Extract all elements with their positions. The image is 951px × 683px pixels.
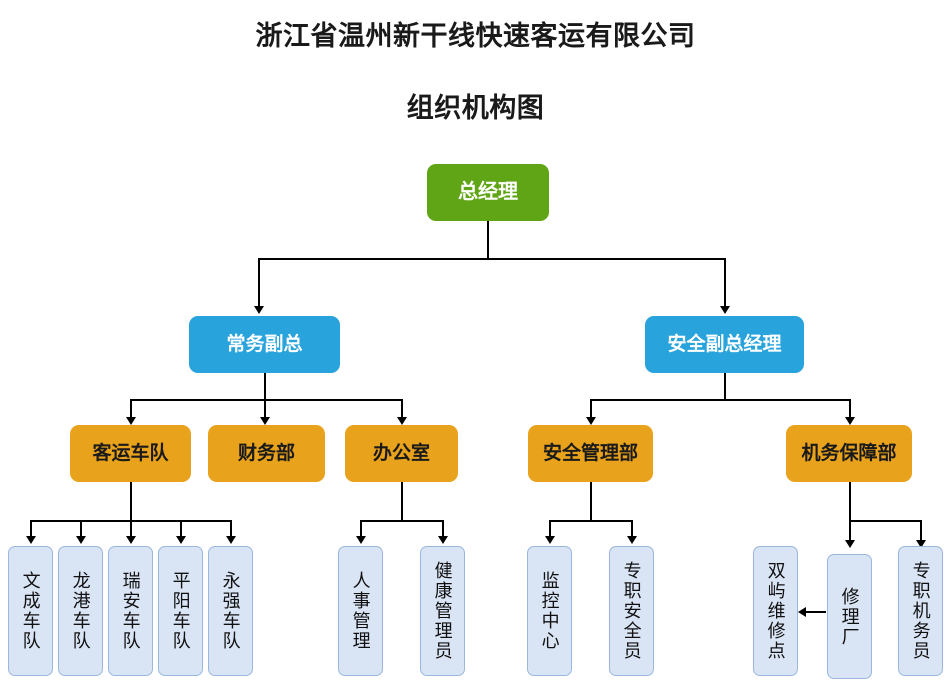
arrowhead-safety-to-safety-mgmt bbox=[586, 417, 596, 425]
arrowhead-safety-to-monitoring bbox=[545, 536, 555, 544]
arrowhead-gm-to-safety-deputy bbox=[720, 306, 730, 314]
connector-office-bar bbox=[360, 520, 443, 522]
connector-exec-to-passenger-fleet bbox=[130, 399, 132, 419]
page-title-line1: 浙江省温州新干线快速客运有限公司 bbox=[255, 21, 696, 51]
node-general-manager[interactable]: 总经理 bbox=[427, 164, 549, 221]
node-longgang-fleet[interactable]: 龙港车队 bbox=[58, 546, 103, 676]
connector-fleet-to-wencheng bbox=[30, 520, 32, 538]
arrowhead-office-to-health bbox=[438, 536, 448, 544]
connector-office-to-health bbox=[442, 520, 444, 538]
connector-maintenance-to-repair-factory bbox=[849, 520, 851, 542]
connector-fleet-to-ruian bbox=[130, 520, 132, 538]
connector-safety-to-maintenance bbox=[849, 399, 851, 419]
connector-gm-stem bbox=[487, 221, 489, 259]
connector-safety-deputy-bar bbox=[590, 399, 850, 401]
connector-office-stem bbox=[401, 482, 403, 521]
node-dedicated-safety-officer[interactable]: 专职安全员 bbox=[609, 546, 654, 676]
connector-maintenance-to-mechanic bbox=[920, 520, 922, 542]
connector-maintenance-stem bbox=[849, 482, 851, 521]
connector-safety-to-officer bbox=[631, 520, 633, 538]
arrowhead-fleet-to-yongqiang bbox=[226, 536, 236, 544]
connector-fleet-to-pingyang bbox=[180, 520, 182, 538]
node-passenger-fleet[interactable]: 客运车队 bbox=[70, 425, 191, 482]
arrowhead-exec-to-passenger-fleet bbox=[126, 417, 136, 425]
node-maintenance-support-dept[interactable]: 机务保障部 bbox=[786, 425, 912, 482]
node-hr-management[interactable]: 人事管理 bbox=[338, 546, 383, 676]
connector-exec-to-office bbox=[401, 399, 403, 419]
connector-fleet-to-yongqiang bbox=[230, 520, 232, 538]
connector-safety-to-safety-mgmt bbox=[590, 399, 592, 419]
arrowhead-maintenance-to-repair-factory bbox=[845, 540, 855, 548]
node-shuangyu-repair-point[interactable]: 双屿维修点 bbox=[753, 546, 798, 676]
arrowhead-fleet-to-longgang bbox=[76, 536, 86, 544]
arrowhead-repair-factory-to-shuangyu bbox=[798, 607, 806, 617]
node-dedicated-mechanic[interactable]: 专职机务员 bbox=[898, 546, 943, 676]
node-wencheng-fleet[interactable]: 文成车队 bbox=[8, 546, 53, 676]
arrowhead-safety-to-officer bbox=[627, 536, 637, 544]
connector-passenger-fleet-stem bbox=[130, 482, 132, 521]
arrowhead-exec-to-office bbox=[397, 417, 407, 425]
arrowhead-maintenance-to-mechanic bbox=[916, 540, 926, 548]
node-safety-mgmt-dept[interactable]: 安全管理部 bbox=[528, 425, 653, 482]
node-safety-deputy-gm[interactable]: 安全副总经理 bbox=[645, 316, 804, 373]
node-executive-deputy-gm[interactable]: 常务副总 bbox=[189, 316, 340, 373]
connector-maintenance-bar bbox=[849, 520, 921, 522]
node-health-manager[interactable]: 健康管理员 bbox=[420, 546, 465, 676]
arrowhead-gm-to-exec-deputy bbox=[254, 306, 264, 314]
arrowhead-fleet-to-wencheng bbox=[26, 536, 36, 544]
connector-fleet-to-longgang bbox=[80, 520, 82, 538]
connector-safety-to-monitoring bbox=[549, 520, 551, 538]
arrowhead-fleet-to-ruian bbox=[126, 536, 136, 544]
connector-repair-factory-to-shuangyu bbox=[806, 611, 826, 613]
node-office[interactable]: 办公室 bbox=[345, 425, 458, 482]
node-pingyang-fleet[interactable]: 平阳车队 bbox=[158, 546, 203, 676]
arrowhead-safety-to-maintenance bbox=[845, 417, 855, 425]
connector-exec-deputy-stem bbox=[264, 373, 266, 400]
connector-exec-to-finance bbox=[264, 399, 266, 419]
connector-office-to-hr bbox=[360, 520, 362, 538]
node-finance-dept[interactable]: 财务部 bbox=[208, 425, 325, 482]
page-title-line2: 组织机构图 bbox=[406, 93, 545, 123]
connector-safety-mgmt-stem bbox=[590, 482, 592, 521]
connector-gm-to-exec-deputy bbox=[258, 258, 260, 308]
node-yongqiang-fleet[interactable]: 永强车队 bbox=[208, 546, 253, 676]
arrowhead-exec-to-finance bbox=[260, 417, 270, 425]
arrowhead-fleet-to-pingyang bbox=[176, 536, 186, 544]
node-repair-factory[interactable]: 修理厂 bbox=[827, 554, 872, 679]
connector-safety-mgmt-bar bbox=[549, 520, 632, 522]
connector-gm-bar bbox=[258, 258, 725, 260]
connector-safety-deputy-stem bbox=[724, 373, 726, 400]
node-ruian-fleet[interactable]: 瑞安车队 bbox=[108, 546, 153, 676]
arrowhead-office-to-hr bbox=[356, 536, 366, 544]
connector-gm-to-safety-deputy bbox=[724, 258, 726, 308]
connector-exec-deputy-bar bbox=[130, 399, 402, 401]
node-monitoring-center[interactable]: 监控中心 bbox=[527, 546, 572, 676]
